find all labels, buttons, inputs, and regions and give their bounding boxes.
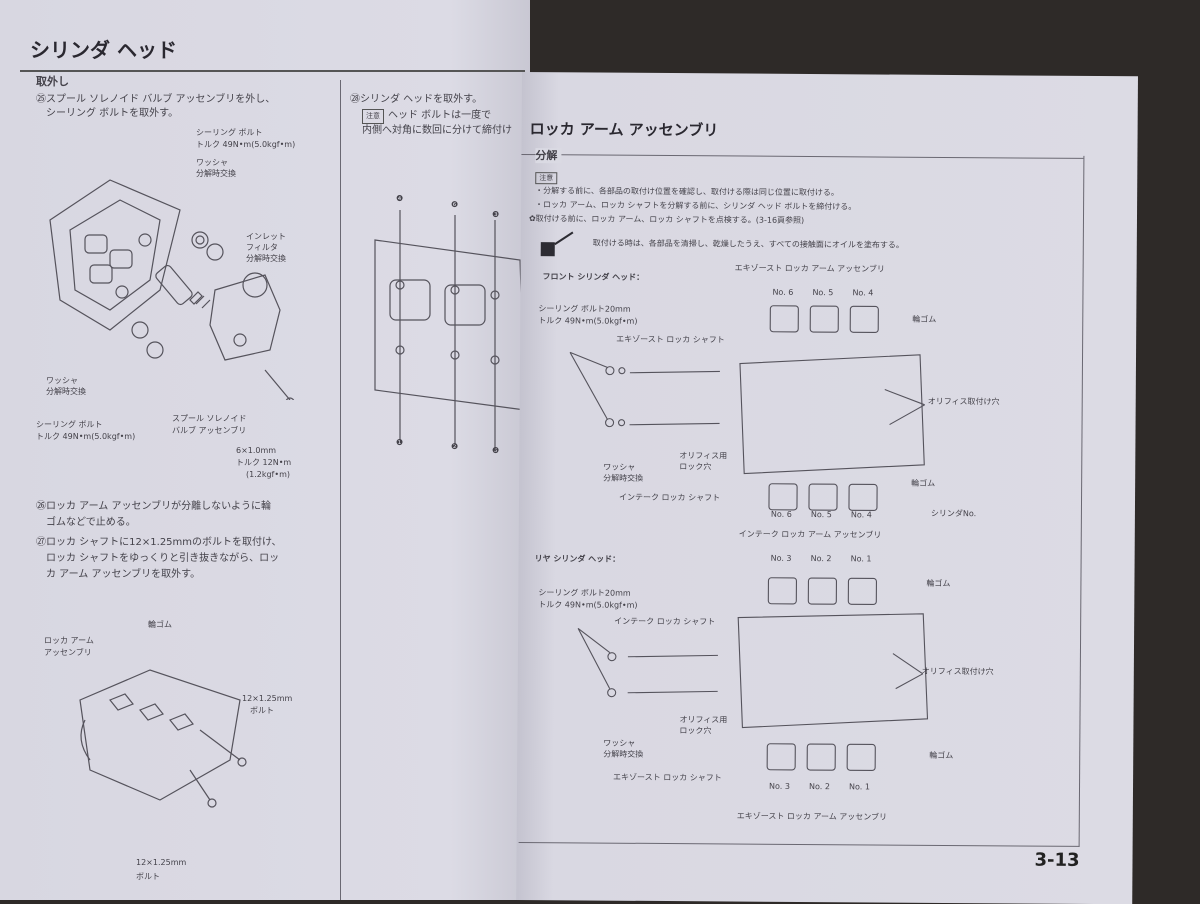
orifice-hole-rear: オリフィス取付け穴 (921, 666, 994, 677)
rocker-removal-drawing (79, 669, 247, 808)
bolt-order-4: ❹ (396, 194, 404, 203)
step-28-note: 注意ヘッド ボルトは一度で (362, 109, 491, 124)
step-25-line2: シーリング ボルトを取外す。 (46, 108, 179, 119)
bolt6-torque2: (1.2kgf•m) (246, 470, 291, 479)
solenoid-exploded-drawing (49, 179, 295, 400)
no3-rear-top: No. 3 (770, 553, 792, 563)
orifice-lock-1: オリフィス用 (679, 451, 728, 461)
oil-can-icon (540, 231, 574, 257)
no1-rear-top: No. 1 (850, 554, 872, 564)
no1-rear-bot: No. 1 (848, 782, 870, 792)
head-bolt-order-drawing (374, 210, 525, 450)
no5-mid: No. 5 (810, 510, 832, 520)
step-27-line3: カ アーム アッセンブリを取外す。 (46, 569, 201, 580)
rubber-band-label: 輪ゴム (148, 620, 172, 629)
step-28-line2: ヘッド ボルトは一度で (388, 110, 492, 121)
rocker-assy-label: ロッカ アーム (44, 636, 94, 645)
exhaust-shaft-rear: エキゾースト ロッカ シャフト (613, 772, 722, 783)
washer-rear: ワッシャ (603, 738, 636, 748)
step-27-line1: ㉗ロッカ シャフトに12×1.25mmのボルトを取付け、 (36, 537, 282, 548)
rocker-assy-label2: アッセンブリ (44, 648, 92, 657)
front-head-label: フロント シリンダ ヘッド： (542, 272, 645, 282)
note-tag: 注意 (362, 109, 384, 124)
seal-bolt-torque: トルク 49N•m(5.0kgf•m) (538, 316, 638, 326)
bolt-order-6: ❻ (451, 200, 459, 209)
seal-torque-rear: トルク 49N•m(5.0kgf•m) (538, 600, 638, 610)
no6-mid: No. 6 (770, 509, 792, 519)
rubber-band-4: 輪ゴム (929, 750, 954, 761)
step-28-line3: 内側へ対角に数回に分けて締付け (362, 125, 512, 136)
bolt12b-label2: ボルト (136, 872, 160, 881)
bolt6-torque: トルク 12N•m (236, 458, 292, 467)
bolt-order-1: ❶ (396, 438, 404, 447)
inlet-filter-replace: 分解時交換 (246, 254, 286, 263)
washer-left-label: ワッシャ (46, 376, 78, 385)
orifice-lock-1b: ロック穴 (679, 462, 712, 472)
sealing-bolt-label: シーリング ボルト (196, 128, 263, 137)
step-26-line1: ㉖ロッカ アーム アッセンブリが分離しないように輪 (36, 501, 271, 512)
rear-head-label: リヤ シリンダ ヘッド： (534, 554, 621, 564)
exhaust-assy-bottom: エキゾースト ロッカ アーム アッセンブリ (736, 811, 888, 822)
intake-shaft-1: インテーク ロッカ シャフト (619, 492, 721, 503)
step-26-line2: ゴムなどで止める。 (46, 517, 136, 528)
cylinder-no-label: シリンダNo. (930, 508, 977, 519)
bolt-order-3: ❸ (492, 210, 500, 219)
left-page: シリンダ ヘッド 取外し ㉕スプール ソレノイド バルブ アッセンブリを外し、 … (0, 0, 530, 900)
no4-mid: No. 4 (850, 510, 872, 520)
solenoid-label: スプール ソレノイド (172, 414, 247, 423)
bolt12a-label: 12×1.25mm (242, 694, 293, 703)
washer-rear-replace: 分解時交換 (603, 749, 644, 759)
step-25-line1: ㉕スプール ソレノイド バルブ アッセンブリを外し、 (36, 94, 276, 105)
bolt12b-label: 12×1.25mm (136, 858, 187, 867)
title-rule (20, 70, 525, 72)
subtitle-disassembly: 分解 (535, 148, 562, 164)
right-page: ロッカ アーム アッセンブリ 分解 注意 ・分解する前に、各部品の取付け位置を確… (516, 72, 1138, 904)
note-tag-right: 注意 (535, 172, 561, 185)
section-title-rocker-arm: ロッカ アーム アッセンブリ (529, 120, 719, 140)
no2-rear-top: No. 2 (810, 554, 832, 564)
solenoid-label2: バルブ アッセンブリ (172, 426, 247, 435)
note-line3: ✿取付ける前に、ロッカ アーム、ロッカ シャフトを点検する。(3-16頁参照) (528, 214, 805, 225)
section-title-cylinder-head: シリンダ ヘッド (30, 38, 177, 62)
washer-1: ワッシャ (603, 462, 636, 472)
washer-1-replace: 分解時交換 (603, 473, 644, 483)
seal-bolt-rear: シーリング ボルト20mm (538, 588, 631, 598)
sealing-bolt2-torque: トルク 49N•m(5.0kgf•m) (36, 432, 136, 441)
exhaust-shaft-label: エキゾースト ロッカ シャフト (616, 334, 725, 345)
orifice-lock-rear-b: ロック穴 (679, 726, 712, 736)
washer-top-label: ワッシャ (196, 158, 228, 167)
column-divider (340, 80, 341, 900)
bolt6-label: 6×1.0mm (236, 446, 277, 455)
inlet-filter-label: インレット (246, 232, 286, 241)
bolt-order-5: ❺ (492, 446, 500, 455)
rear-head-drawing (577, 577, 929, 772)
no2-rear-bot: No. 2 (808, 782, 830, 792)
orifice-hole-1: オリフィス取付け穴 (927, 396, 1000, 407)
washer-top-replace: 分解時交換 (196, 169, 236, 178)
intake-assy-1: インテーク ロッカ アーム アッセンブリ (738, 529, 882, 540)
inlet-filter-label2: フィルタ (246, 243, 278, 252)
subtitle-removal: 取外し (36, 75, 69, 88)
step-28-line1: ㉘シリンダ ヘッドを取外す。 (350, 94, 483, 105)
sealing-bolt2-label: シーリング ボルト (36, 420, 103, 429)
front-head-drawing (569, 305, 925, 512)
seal-bolt-label: シーリング ボルト20mm (538, 304, 631, 314)
intake-shaft-rear: インテーク ロッカ シャフト (614, 616, 716, 627)
step-27-line2: ロッカ シャフトをゆっくりと引き抜きながら、ロッ (46, 553, 280, 564)
page-number: 3-13 (1034, 849, 1080, 871)
no3-rear-bot: No. 3 (768, 781, 790, 791)
bolt12a-label2: ボルト (250, 706, 274, 715)
sealing-bolt-torque: トルク 49N•m(5.0kgf•m) (196, 140, 296, 149)
note-line1: ・分解する前に、各部品の取付け位置を確認し、取付ける際は同じ位置に取付ける。 (535, 186, 839, 198)
rubber-band-2: 輪ゴム (911, 478, 936, 488)
bolt-order-2: ❷ (451, 442, 459, 451)
washer-left-replace: 分解時交換 (46, 387, 86, 396)
orifice-lock-rear: オリフィス用 (679, 715, 728, 725)
exhaust-assy-top: エキゾースト ロッカ アーム アッセンブリ (734, 263, 885, 274)
